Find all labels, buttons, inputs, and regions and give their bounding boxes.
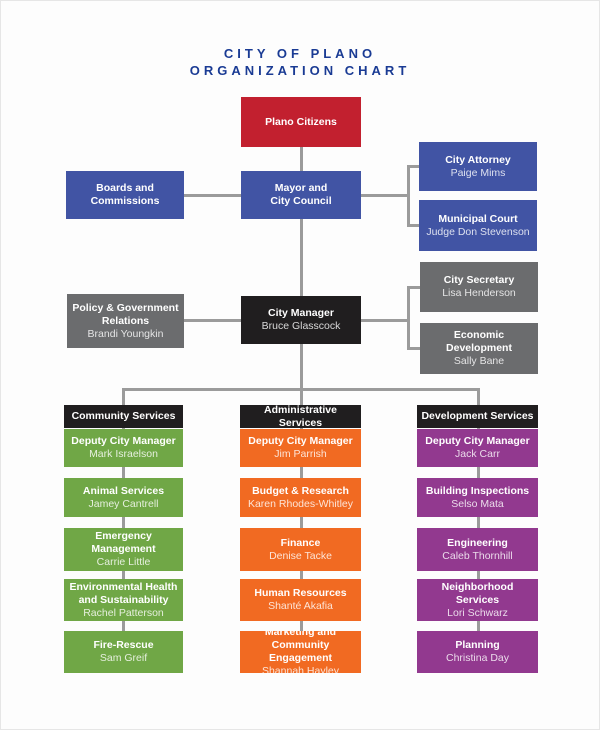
org-box-deputy-city-manager-development: Deputy City Manager Jack Carr — [417, 429, 538, 467]
connector-line — [407, 224, 425, 227]
org-box-city-manager: City Manager Bruce Glasscock — [241, 296, 361, 344]
org-box-emergency-management: Emergency Management Carrie Little — [64, 528, 183, 571]
org-box-boards-commissions: Boards and Commissions — [66, 171, 184, 219]
connector-line — [300, 388, 303, 648]
connector-line — [477, 388, 480, 648]
connector-line — [407, 165, 410, 227]
column-header-development-services: Development Services — [417, 405, 538, 428]
org-box-policy-government-relations: Policy & Government Relations Brandi You… — [67, 294, 184, 348]
org-box-city-secretary: City Secretary Lisa Henderson — [420, 262, 538, 312]
connector-line — [300, 121, 303, 390]
org-box-planning: Planning Christina Day — [417, 631, 538, 673]
connector-line — [407, 286, 425, 289]
connector-line — [407, 286, 410, 350]
org-box-plano-citizens: Plano Citizens — [241, 97, 361, 147]
column-header-community-services: Community Services — [64, 405, 183, 428]
connector-line — [359, 319, 409, 322]
org-box-deputy-city-manager-admin: Deputy City Manager Jim Parrish — [240, 429, 361, 467]
page-title-line1: CITY OF PLANO — [223, 46, 377, 61]
org-box-animal-services: Animal Services Jamey Cantrell — [64, 478, 183, 517]
org-box-mayor-city-council: Mayor and City Council — [241, 171, 361, 219]
page-title-line2: ORGANIZATION CHART — [189, 63, 411, 78]
connector-line — [122, 388, 125, 648]
org-box-marketing-community-engagement: Marketing and Community Engagement Shann… — [240, 631, 361, 673]
connector-line — [407, 347, 425, 350]
org-box-deputy-city-manager-community: Deputy City Manager Mark Israelson — [64, 429, 183, 467]
org-box-building-inspections: Building Inspections Selso Mata — [417, 478, 538, 517]
org-box-human-resources: Human Resources Shanté Akafia — [240, 579, 361, 621]
org-box-engineering: Engineering Caleb Thornhill — [417, 528, 538, 571]
connector-line — [359, 194, 409, 197]
column-header-administrative-services: Administrative Services — [240, 405, 361, 428]
page-title: CITY OF PLANO ORGANIZATION CHART — [1, 45, 599, 79]
org-box-economic-development: Economic Development Sally Bane — [420, 323, 538, 374]
connector-line — [407, 165, 425, 168]
org-box-budget-research: Budget & Research Karen Rhodes-Whitley — [240, 478, 361, 517]
org-box-municipal-court: Municipal Court Judge Don Stevenson — [419, 200, 537, 251]
org-box-neighborhood-services: Neighborhood Services Lori Schwarz — [417, 579, 538, 621]
org-box-city-attorney: City Attorney Paige Mims — [419, 142, 537, 191]
org-box-fire-rescue: Fire-Rescue Sam Greif — [64, 631, 183, 673]
org-box-environmental-health: Environmental Health and Sustainability … — [64, 579, 183, 621]
org-box-finance: Finance Denise Tacke — [240, 528, 361, 571]
